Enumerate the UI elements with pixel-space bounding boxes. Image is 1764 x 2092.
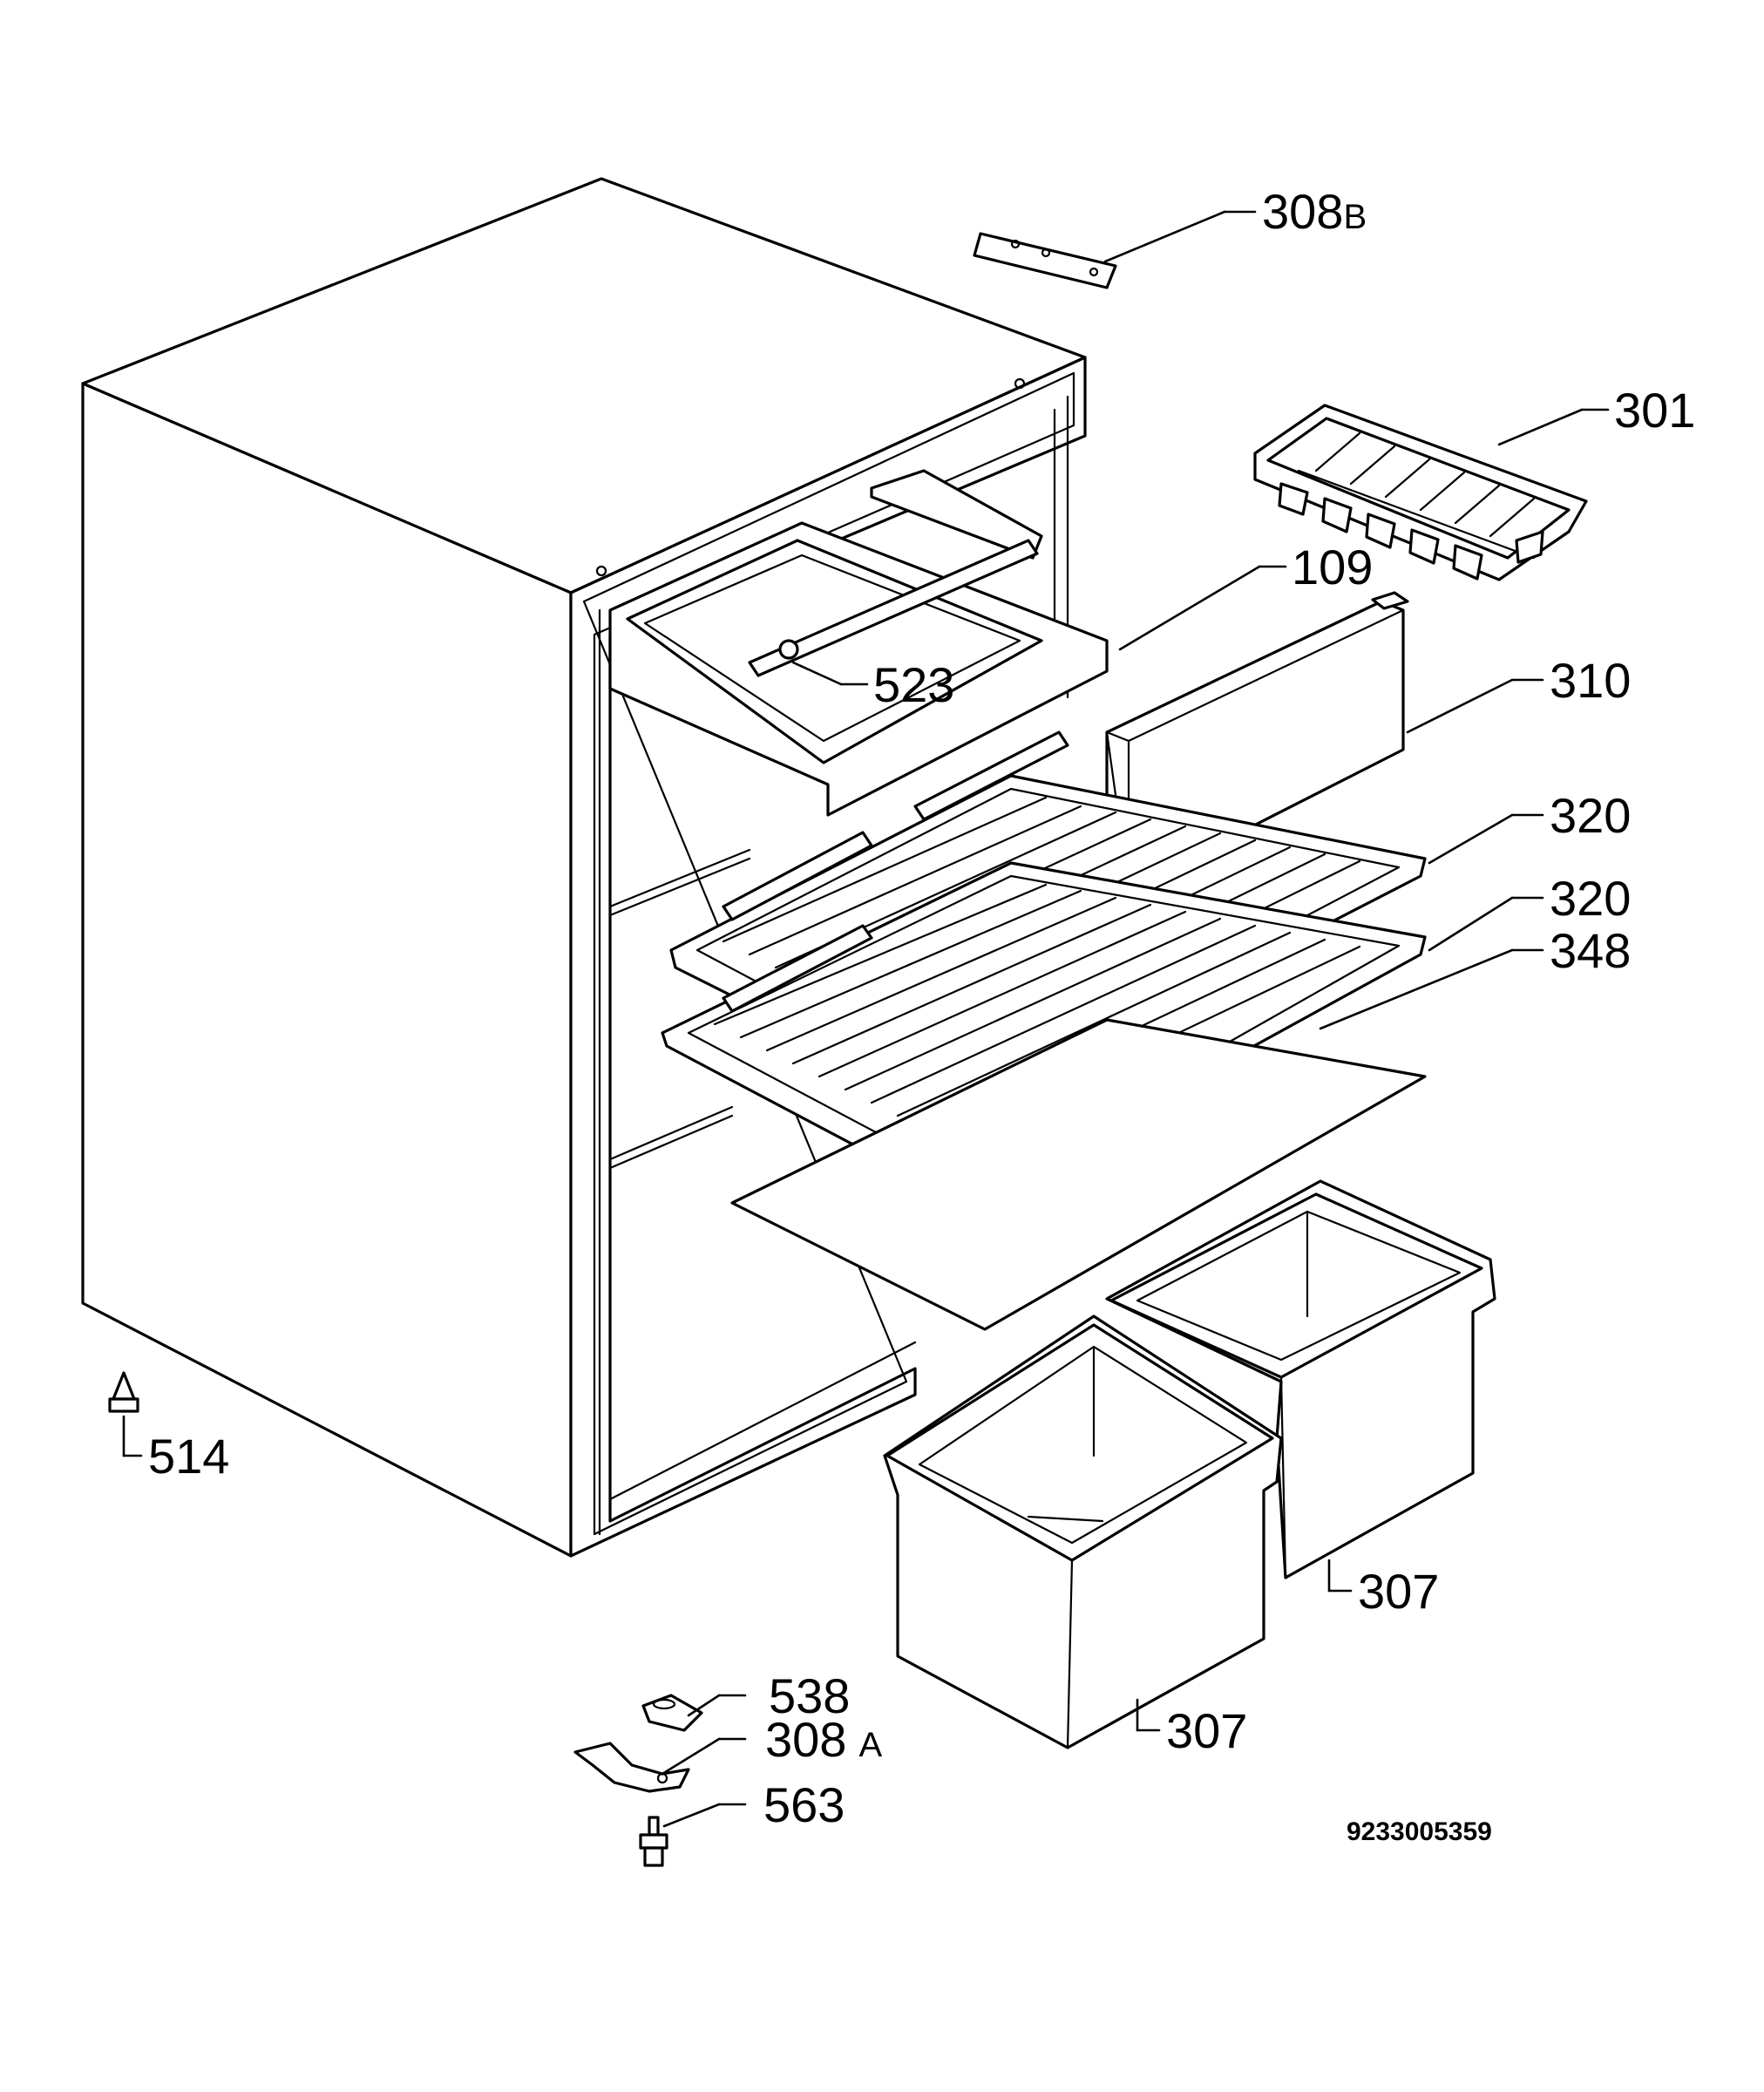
callout-320-lower: 320 — [1550, 871, 1631, 926]
crisper-drawer-right — [1105, 1179, 1496, 1579]
callout-348: 348 — [1550, 923, 1631, 978]
callout-310: 310 — [1550, 653, 1631, 708]
callout-109: 109 — [1292, 540, 1373, 594]
callout-307-left: 307 — [1166, 1703, 1247, 1758]
callout-563: 563 — [763, 1777, 845, 1832]
callout-538: 538 — [769, 1668, 850, 1723]
document-number: 9233005359 — [1347, 1817, 1492, 1846]
crisper-drawer-left — [883, 1314, 1283, 1749]
hinge-cap — [641, 1694, 703, 1732]
callout-308b: 308B — [1262, 184, 1367, 239]
callout-301: 301 — [1614, 383, 1695, 438]
callout-leader-lines — [122, 210, 1610, 1828]
leveling-foot — [108, 1371, 139, 1413]
refrigerator-cabinet — [81, 177, 1087, 1558]
callout-514: 514 — [148, 1429, 229, 1484]
callout-320-upper: 320 — [1550, 788, 1631, 843]
top-hinge-plate — [973, 232, 1117, 289]
foot-screw — [639, 1816, 668, 1867]
ice-cube-tray — [1253, 404, 1588, 581]
glass-shelf — [730, 1018, 1427, 1331]
callout-307-right: 307 — [1358, 1564, 1439, 1619]
freezer-compartment — [608, 469, 1109, 817]
callout-523: 523 — [873, 657, 954, 712]
